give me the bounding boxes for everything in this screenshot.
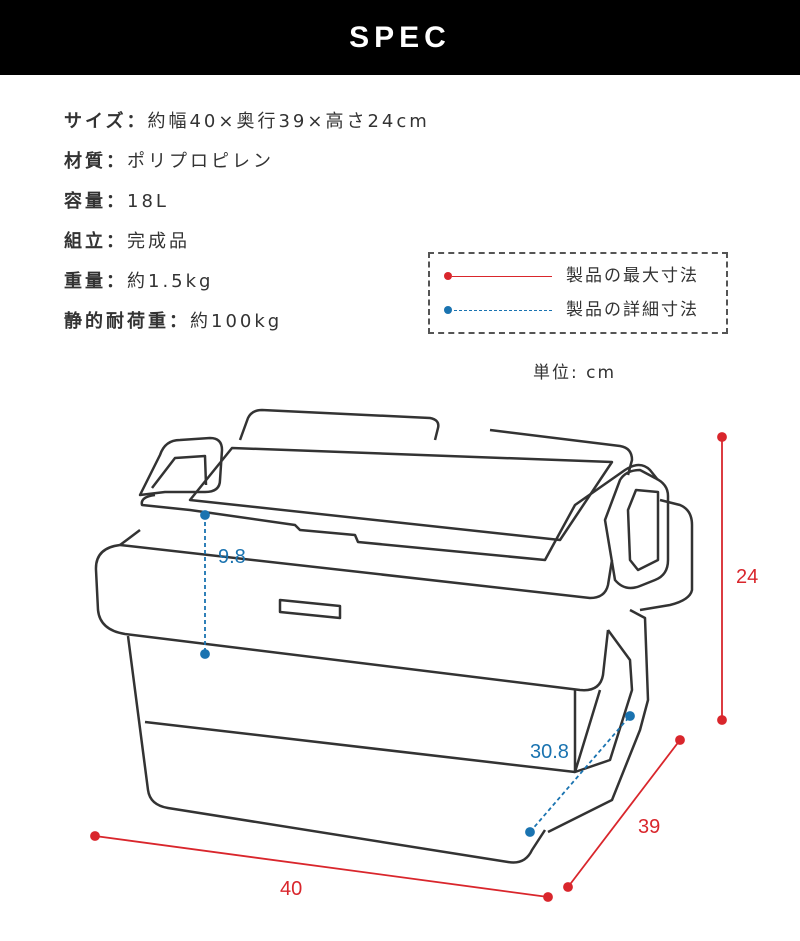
- spec-row-weight: 重量：約1.5kg: [64, 270, 430, 310]
- depth-label: 39: [638, 816, 661, 838]
- unit-label: 単位: cm: [533, 363, 617, 383]
- spec-value: 完成品: [127, 231, 190, 252]
- width-label: 40: [280, 878, 303, 900]
- legend-max-label: 製品の最大寸法: [566, 266, 699, 286]
- legend: 製品の最大寸法 製品の詳細寸法: [428, 252, 728, 334]
- spec-value: ポリプロピレン: [127, 151, 274, 172]
- dashed-line-icon: [454, 309, 552, 311]
- dimension-dot: [717, 432, 727, 442]
- height-label: 24: [736, 566, 759, 588]
- legend-max: 製品の最大寸法: [444, 264, 724, 288]
- spec-value: 約1.5kg: [127, 271, 214, 292]
- dimension-dot: [90, 831, 100, 841]
- spec-label: 材質：: [64, 151, 127, 172]
- spec-label: 容量：: [64, 191, 127, 212]
- spec-value: 18L: [127, 191, 169, 212]
- left-handle: [138, 436, 224, 497]
- spec-label: 重量：: [64, 271, 127, 292]
- spec-value: 約100kg: [190, 311, 283, 332]
- blue-dot-icon: [444, 306, 452, 314]
- lid-top-handle: [238, 408, 440, 441]
- right-handle: [603, 468, 670, 590]
- spec-row-material: 材質：ポリプロピレン: [64, 150, 430, 190]
- legend-detail-label: 製品の詳細寸法: [566, 300, 699, 320]
- box-body: [126, 635, 547, 864]
- max-dimensions: [90, 432, 727, 902]
- solid-line-icon: [452, 275, 552, 277]
- dimension-dot: [543, 892, 553, 902]
- legend-detail: 製品の詳細寸法: [444, 298, 724, 322]
- dimension-dot: [200, 649, 210, 659]
- spec-row-load: 静的耐荷重：約100kg: [64, 310, 430, 350]
- spec-row-assembly: 組立：完成品: [64, 230, 430, 270]
- spec-label: 組立：: [64, 231, 127, 252]
- dimension-dot: [675, 735, 685, 745]
- dimension-dot: [625, 711, 635, 721]
- width-dimension-line: [94, 835, 549, 898]
- storage-box-outline: [94, 408, 694, 864]
- detail-dimensions: [200, 510, 635, 837]
- lid-height-label: 9.8: [218, 546, 246, 568]
- spec-label: 静的耐荷重：: [64, 311, 190, 332]
- dimension-dot: [200, 510, 210, 520]
- spec-banner: SPEC: [0, 0, 800, 75]
- inner-depth-label: 30.8: [530, 741, 569, 763]
- rim-band: [94, 543, 610, 692]
- dimension-dot: [525, 827, 535, 837]
- spec-row-size: サイズ：約幅40×奥行39×高さ24cm: [64, 110, 430, 150]
- inner-depth-dimension-line: [529, 715, 631, 833]
- depth-dimension-line: [567, 739, 681, 888]
- red-dot-icon: [444, 272, 452, 280]
- dimension-dot: [563, 882, 573, 892]
- lid-top-panel: [188, 446, 614, 542]
- dimension-dot: [717, 715, 727, 725]
- spec-label: サイズ：: [64, 111, 148, 132]
- spec-row-capacity: 容量：18L: [64, 190, 430, 230]
- spec-list: サイズ：約幅40×奥行39×高さ24cm 材質：ポリプロピレン 容量：18L 組…: [64, 110, 430, 350]
- page-title: SPEC: [349, 20, 451, 54]
- spec-value: 約幅40×奥行39×高さ24cm: [147, 111, 430, 132]
